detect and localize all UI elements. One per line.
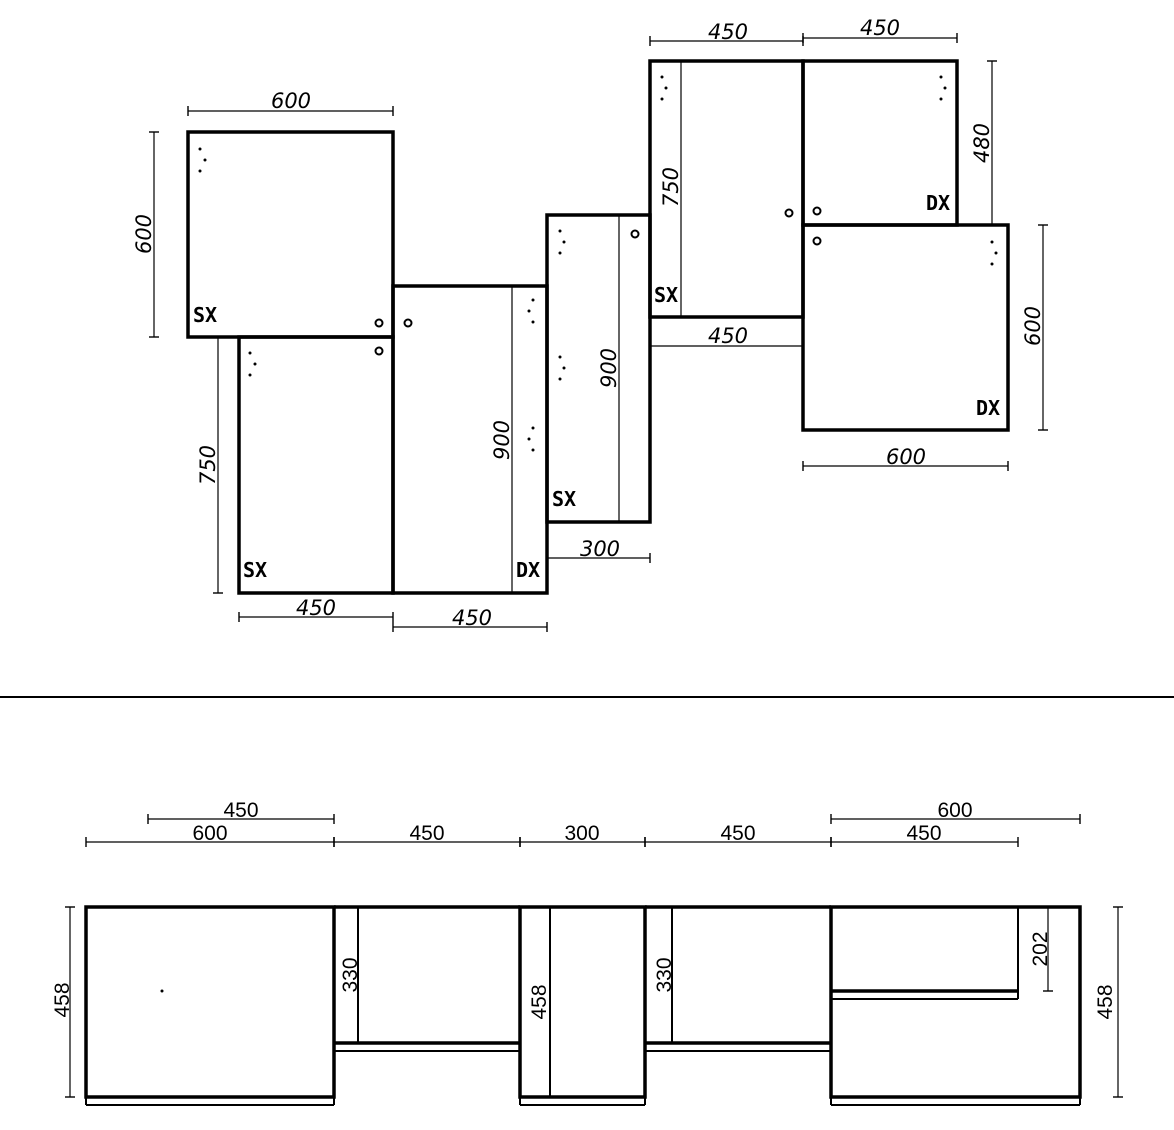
cabinet-7: DX 600 600 [801, 223, 1048, 471]
hinge-mark [374, 318, 384, 328]
cabinet-5-side-label: SX [654, 283, 678, 307]
hinge-mark [812, 206, 822, 216]
elev-dim-a-inner: 450 [223, 799, 258, 822]
hinge-mark [784, 208, 794, 218]
cabinet-2-height-dim: 750 [196, 445, 220, 485]
cabinet-5-height-dim: 750 [659, 167, 683, 207]
cabinet-6: DX 450 480 [801, 16, 997, 227]
cabinet-3-width-dim: 450 [452, 606, 492, 630]
cabinet-7-side-label: DX [976, 396, 1000, 420]
elev-dim-e-outer: 600 [937, 799, 972, 822]
elev-height-d: 330 [653, 957, 676, 992]
hinge-mark [812, 236, 822, 246]
cabinet-4-height-dim: 900 [597, 348, 621, 388]
cabinet-6-side-label: DX [926, 191, 950, 215]
cabinet-4-side-label: SX [552, 487, 576, 511]
hinge-mark [403, 318, 413, 328]
elev-dim-c: 300 [564, 822, 599, 845]
cabinet-3-height-dim: 900 [490, 420, 514, 460]
hinge-mark [630, 229, 640, 239]
elev-height-b: 330 [339, 957, 362, 992]
elev-height-right: 458 [1094, 984, 1117, 1019]
cabinet-4: SX 300 900 [545, 213, 652, 563]
cabinet-1-width-dim: 600 [271, 89, 311, 113]
cabinet-3-outline [391, 284, 549, 595]
cabinet-6-width-dim: 450 [860, 16, 900, 40]
elev-height-c: 458 [528, 984, 551, 1019]
cabinet-7-outline [801, 223, 1010, 432]
cabinet-5-width-dim: 450 [708, 20, 748, 44]
cabinet-4-outline [545, 213, 652, 524]
cabinet-2-width-dim: 450 [296, 596, 336, 620]
elevation-cabinet-b [334, 905, 520, 1052]
elev-dim-e-inner: 450 [906, 822, 941, 845]
cabinet-5-bottom-dim: 450 [708, 324, 748, 348]
cabinet-3: DX 450 900 [391, 284, 549, 632]
elev-dim-b: 450 [409, 822, 444, 845]
cabinet-1: SX 600 600 [132, 89, 395, 339]
elev-height-e: 202 [1029, 931, 1052, 966]
cabinet-3-side-label: DX [516, 558, 540, 582]
elev-dim-d: 450 [720, 822, 755, 845]
cabinet-1-height-dim: 600 [132, 214, 156, 254]
elevation-cabinet-e [829, 905, 1082, 1106]
cabinet-1-outline [186, 130, 395, 339]
elevation-cabinet-c [518, 905, 647, 1106]
elevation-view: 450 600 450 300 450 600 450 [51, 799, 1123, 1106]
elevation-cabinet-a [84, 905, 336, 1106]
elevation-cabinet-d [645, 905, 831, 1052]
cabinet-2-side-label: SX [243, 558, 267, 582]
cabinet-7-width-dim: 600 [886, 445, 926, 469]
cabinet-2: SX 450 750 [196, 335, 395, 622]
door-hint-mark [198, 147, 202, 151]
hinge-mark [374, 346, 384, 356]
cabinet-7-height-dim: 600 [1021, 306, 1045, 346]
cabinet-5: SX 450 450 750 [648, 20, 805, 351]
elev-height-left: 458 [51, 982, 74, 1017]
elev-dim-a-outer: 600 [192, 822, 227, 845]
cabinet-6-height-dim: 480 [970, 123, 994, 163]
plan-view: SX 600 600 SX 450 750 [132, 16, 1048, 632]
cabinet-4-width-dim: 300 [580, 537, 620, 561]
cabinet-2-outline [237, 335, 395, 595]
cabinet-1-side-label: SX [193, 303, 217, 327]
